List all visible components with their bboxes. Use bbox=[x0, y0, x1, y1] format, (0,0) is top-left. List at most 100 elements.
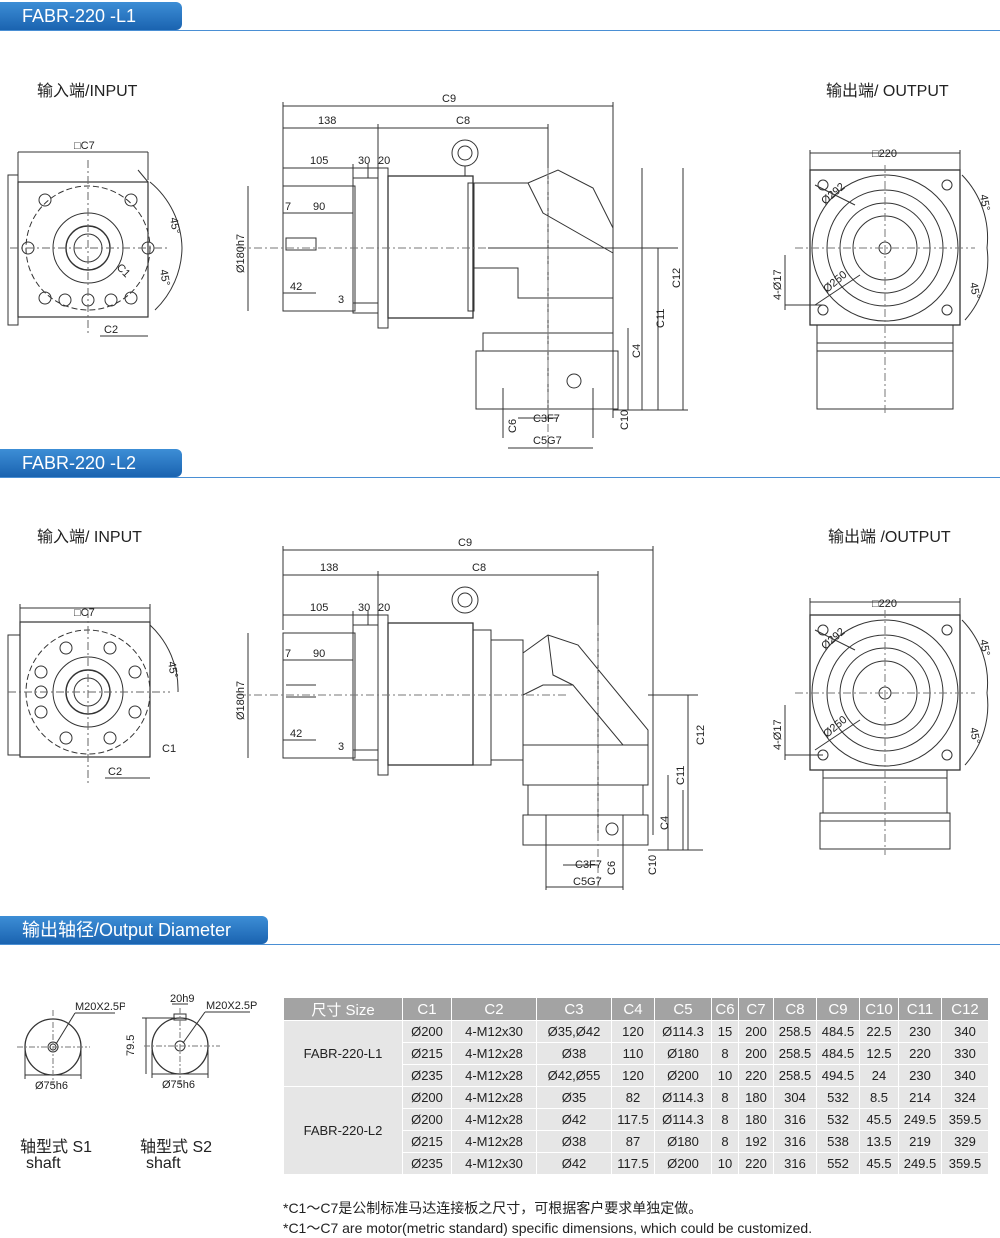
dim-c9: C9 bbox=[442, 93, 456, 105]
dim-d292: Ø292 bbox=[819, 626, 847, 652]
table-cell: Ø114.3 bbox=[654, 1108, 712, 1131]
s2-height-label: 79.5 bbox=[125, 1035, 137, 1056]
header-c3: C3 bbox=[536, 997, 612, 1021]
s2-keyw-label: 20h9 bbox=[170, 993, 194, 1005]
dim-c11: C11 bbox=[655, 309, 667, 328]
dim-c2: C2 bbox=[104, 324, 118, 336]
table-cell: 4-M12x30 bbox=[451, 1020, 537, 1043]
section-divider bbox=[0, 30, 1000, 31]
s1-key-label: M20X2.5P bbox=[75, 1001, 125, 1013]
dim-c1: C1 bbox=[114, 262, 132, 280]
table-cell: 8 bbox=[711, 1042, 739, 1065]
header-c6: C6 bbox=[711, 997, 739, 1021]
model-cell: FABR-220-L1 bbox=[283, 1020, 403, 1087]
table-cell: 230 bbox=[898, 1020, 942, 1043]
dim-20: 20 bbox=[378, 155, 390, 167]
table-cell: 538 bbox=[816, 1130, 860, 1153]
table-cell: 8 bbox=[711, 1108, 739, 1131]
table-cell: Ø200 bbox=[654, 1064, 712, 1087]
l1-input-label: 输入端/INPUT bbox=[37, 83, 138, 100]
dim-45-a: 45° bbox=[167, 216, 182, 234]
l1-output-label: 输出端/ OUTPUT bbox=[826, 83, 949, 100]
table-cell: Ø114.3 bbox=[654, 1086, 712, 1109]
dim-c8: C8 bbox=[472, 562, 486, 574]
table-cell: 316 bbox=[773, 1130, 817, 1153]
s1-sub: shaft bbox=[26, 1155, 61, 1172]
table-cell: Ø42 bbox=[536, 1108, 612, 1131]
table-cell: 249.5 bbox=[898, 1152, 942, 1175]
header-c10: C10 bbox=[859, 997, 899, 1021]
table-cell: 220 bbox=[738, 1064, 774, 1087]
dim-c4: C4 bbox=[631, 344, 643, 358]
dim-42: 42 bbox=[290, 281, 302, 293]
dim-d180: Ø180h7 bbox=[235, 234, 247, 273]
table-cell: Ø200 bbox=[654, 1152, 712, 1175]
dim-c10: C10 bbox=[619, 410, 631, 430]
table-cell: 324 bbox=[941, 1086, 989, 1109]
header-c4: C4 bbox=[611, 997, 655, 1021]
dim-c6: C6 bbox=[606, 861, 618, 875]
dim-90: 90 bbox=[313, 648, 325, 660]
table-cell: Ø180 bbox=[654, 1042, 712, 1065]
table-cell: 330 bbox=[941, 1042, 989, 1065]
table-cell: 220 bbox=[738, 1152, 774, 1175]
table-cell: 45.5 bbox=[859, 1152, 899, 1175]
header-size: 尺寸 Size bbox=[283, 997, 403, 1021]
dim-sq220: □220 bbox=[872, 148, 897, 160]
table-cell: 192 bbox=[738, 1130, 774, 1153]
table-cell: 532 bbox=[816, 1108, 860, 1131]
dim-c8: C8 bbox=[456, 115, 470, 127]
table-cell: Ø38 bbox=[536, 1130, 612, 1153]
dim-c12: C12 bbox=[695, 725, 707, 745]
section-title-l1: FABR-220 -L1 bbox=[0, 2, 182, 30]
dim-c5g7: C5G7 bbox=[573, 876, 602, 888]
model-cell: FABR-220-L2 bbox=[283, 1086, 403, 1175]
s2-name: 轴型式 S2 bbox=[140, 1139, 213, 1156]
table-cell: 258.5 bbox=[773, 1020, 817, 1043]
dim-30: 30 bbox=[358, 155, 370, 167]
dim-d17: 4-Ø17 bbox=[772, 269, 784, 300]
table-cell: 8 bbox=[711, 1086, 739, 1109]
note-en: *C1～C7 are motor(metric standard) specif… bbox=[283, 1220, 813, 1236]
dim-105: 105 bbox=[310, 155, 328, 167]
section-title-shaft: 输出轴径/Output Diameter bbox=[0, 916, 268, 944]
table-cell: 10 bbox=[711, 1152, 739, 1175]
header-c1: C1 bbox=[402, 997, 452, 1021]
dim-c3f7: C3F7 bbox=[533, 413, 560, 425]
table-cell: 258.5 bbox=[773, 1042, 817, 1065]
dim-3: 3 bbox=[338, 294, 344, 306]
table-cell: 8.5 bbox=[859, 1086, 899, 1109]
dim-45-d: 45° bbox=[967, 726, 982, 744]
table-cell: 82 bbox=[611, 1086, 655, 1109]
table-cell: 24 bbox=[859, 1064, 899, 1087]
table-cell: 45.5 bbox=[859, 1108, 899, 1131]
l1-input-view: □C7 45° 45° C1 C2 bbox=[7, 140, 183, 337]
table-cell: 219 bbox=[898, 1130, 942, 1153]
header-c9: C9 bbox=[816, 997, 860, 1021]
dim-d17: 4-Ø17 bbox=[772, 719, 784, 750]
section-divider bbox=[0, 477, 1000, 478]
table-cell: Ø215 bbox=[402, 1130, 452, 1153]
dim-c10: C10 bbox=[647, 855, 659, 875]
table-cell: 8 bbox=[711, 1130, 739, 1153]
header-c12: C12 bbox=[941, 997, 989, 1021]
notes: *C1～C7是公制标准马达连接板之尺寸，可根据客户要求单独定做。 *C1～C7 … bbox=[283, 1198, 812, 1238]
table-cell: 4-M12x28 bbox=[451, 1108, 537, 1131]
table-cell: Ø200 bbox=[402, 1020, 452, 1043]
s2-key-label: M20X2.5P bbox=[206, 1000, 257, 1012]
table-cell: 15 bbox=[711, 1020, 739, 1043]
dim-20: 20 bbox=[378, 602, 390, 614]
dim-c7: □C7 bbox=[74, 140, 95, 152]
table-cell: 200 bbox=[738, 1020, 774, 1043]
s1-name: 轴型式 S1 bbox=[20, 1139, 93, 1156]
table-cell: Ø38 bbox=[536, 1042, 612, 1065]
dim-45-a: 45° bbox=[165, 660, 180, 678]
table-cell: Ø200 bbox=[402, 1086, 452, 1109]
dim-c6: C6 bbox=[507, 419, 519, 433]
l2-output-label: 输出端 /OUTPUT bbox=[828, 529, 951, 546]
table-cell: 4-M12x28 bbox=[451, 1130, 537, 1153]
table-cell: 340 bbox=[941, 1064, 989, 1087]
dim-d180: Ø180h7 bbox=[235, 681, 247, 720]
